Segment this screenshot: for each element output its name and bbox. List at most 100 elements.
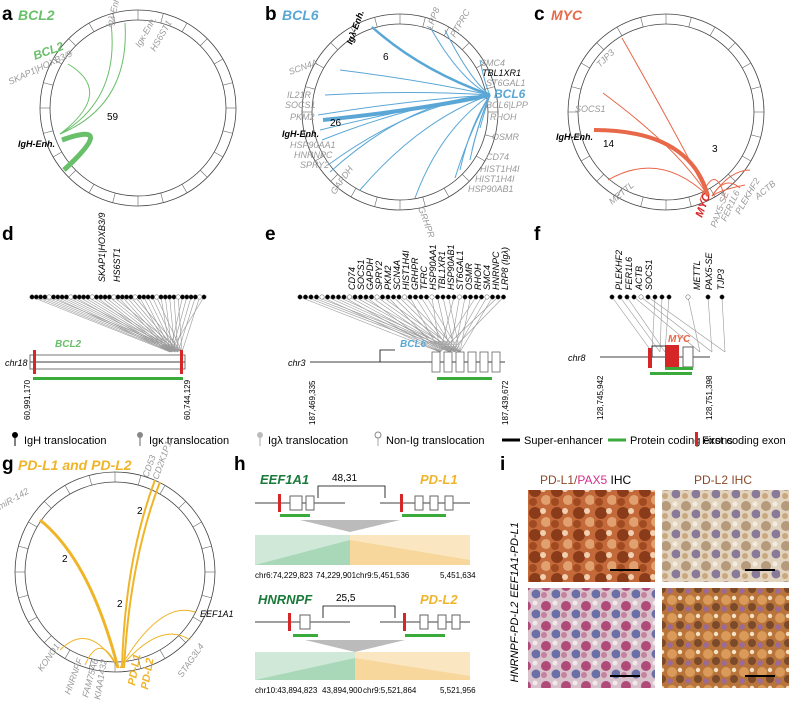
- label-pkm2: PKM2: [290, 112, 315, 122]
- label-scn4a: SCN4A: [287, 57, 319, 77]
- panel-b: b BCL6 Igλ-Enh. LRP8 PTPRC SMC4 TBL1XR1 …: [265, 4, 528, 240]
- label-cd74: CD74: [486, 152, 509, 162]
- panel-label-e: e: [265, 224, 276, 245]
- panel-label-c: c: [534, 4, 545, 25]
- coord-left: 128,745,942: [596, 375, 605, 420]
- label-hist2: HIST1H4I: [475, 174, 515, 184]
- reads-left-shade: [255, 540, 350, 565]
- reads-top: 48,31: [332, 473, 357, 484]
- chr18-label: chr18: [5, 358, 28, 368]
- panel-label-h: h: [234, 454, 246, 475]
- coord-left: 60,991,170: [23, 379, 32, 420]
- svg-text:Non-Ig translocation: Non-Ig translocation: [386, 435, 484, 447]
- exon: [414, 495, 424, 511]
- partner-gene-label: SOCS1: [356, 259, 366, 290]
- label-tjp3: TJP3: [594, 47, 616, 69]
- partner-gene-label: SOCS1: [644, 259, 654, 290]
- myc-arcs: [602, 37, 751, 201]
- count-3: 3: [712, 144, 718, 155]
- protein-coding-bar: [293, 634, 318, 637]
- exon: [451, 614, 461, 630]
- fusion-junction: [317, 485, 386, 498]
- partner-gene-label: PAX5-SE: [704, 252, 714, 290]
- gene-pdl1: PD-L1: [420, 472, 458, 487]
- myc-exon: [665, 345, 679, 369]
- count-6: 6: [383, 52, 389, 63]
- panel-c-title: MYC: [551, 7, 583, 23]
- protein-coding-bar: [33, 377, 183, 380]
- label-rhoh: RHOH: [490, 112, 517, 122]
- coord-c3: chr9:5,451,536: [356, 571, 410, 580]
- reads-right-shade: [350, 540, 470, 565]
- partner-gene-label: LRP8 (Igλ): [500, 247, 510, 290]
- chromosome-segments: [302, 14, 498, 210]
- myc-exon-3: [682, 346, 694, 368]
- partner-gene-label: PLEKHF2: [614, 250, 624, 290]
- first-exon: [180, 350, 183, 374]
- panel-c: c MYC TJP3 SOCS1 IgH-Enh. 14 3 METTL MYC…: [534, 4, 778, 229]
- row1-label: EEF1A1-PD-L1: [509, 522, 521, 598]
- coord-right: 128,751,398: [705, 375, 714, 420]
- partner-gene-label: SCN4A: [392, 260, 402, 290]
- protein-coding-bar: [437, 377, 492, 380]
- legend: IgH translocation Igκ translocation Igλ …: [12, 431, 786, 447]
- exon: [419, 614, 429, 630]
- chromosome-segments: [40, 10, 236, 206]
- label-osmr: OSMR: [492, 132, 520, 142]
- partner-gene-label: FER1L6: [624, 257, 634, 290]
- panel-label-a: a: [2, 4, 13, 25]
- panel-g-title: PD-L1 and PD-L2: [18, 457, 132, 473]
- chromosome-segments: [15, 472, 215, 672]
- label-lpp: BCL6|LPP: [486, 100, 528, 110]
- partner-gene-label: HIST1H4I: [401, 250, 411, 290]
- gene-hnrnpf: HNRNPF: [258, 592, 313, 607]
- label-igh-enh: IgH-Enh.: [18, 139, 55, 149]
- translocation-arc: [59, 22, 126, 135]
- first-exon: [400, 494, 403, 512]
- label-bcl6: BCL6: [494, 87, 526, 101]
- exon: [305, 495, 315, 511]
- svg-text:Igκ translocation: Igκ translocation: [149, 435, 229, 447]
- col1-header: PD-L1/PAX5 IHC: [540, 473, 631, 487]
- gene-pdl2: PD-L2: [420, 592, 458, 607]
- partner-gene-label: TFRC: [419, 266, 429, 290]
- label-mir142: miR-142: [0, 486, 30, 512]
- chr3-label: chr3: [288, 358, 306, 368]
- coord-right: 60,744,129: [183, 379, 192, 420]
- panel-label-g: g: [2, 454, 14, 475]
- label-igh-enh: IgH-Enh.: [282, 129, 319, 139]
- panel-g: g PD-L1 and PD-L2 CD53 CD2K1P1 miR-142 E…: [0, 440, 234, 701]
- count-59: 59: [107, 112, 119, 123]
- partner-gene-label: SPRY2: [374, 261, 384, 290]
- panel-d: d SKAP1|HOXB3/9 HS6ST1 chr18 BCL2 60,991…: [2, 213, 207, 420]
- partner-gene-label: TBL1XR1: [437, 251, 447, 290]
- label-skap1: SKAP1|HOXB3/9: [97, 213, 107, 282]
- bcl6-partner-arcs: [317, 26, 491, 199]
- panel-a: a BCL2 Igλ-Enh. Igκ-Enh. HS6ST1 SKAP1|HO…: [2, 0, 237, 207]
- coord-c4: 5,521,956: [440, 686, 476, 695]
- panel-label-f: f: [534, 224, 541, 245]
- label-il21r: IL21R: [287, 90, 312, 100]
- partner-gene-label: CD74: [347, 267, 357, 290]
- svg-text:Igλ translocation: Igλ translocation: [268, 435, 348, 447]
- label-tbl1xr1: TBL1XR1: [482, 68, 521, 78]
- coord-c2: 43,894,900: [322, 686, 363, 695]
- ihc-image-pdl2-hnrnpf: [662, 588, 789, 688]
- panel-label-d: d: [2, 224, 14, 245]
- tss-arrow: [651, 345, 665, 357]
- partner-gene-label: ST6GAL1: [455, 250, 465, 290]
- reads-right-shade: [355, 658, 470, 680]
- igh-bcl2-arc: [61, 131, 93, 172]
- coord-c2: 74,229,901: [316, 571, 357, 580]
- gene-eef1a1: EEF1A1: [260, 472, 309, 487]
- label-hist1: HIST1H4I: [480, 164, 520, 174]
- partner-gene-label: METTL: [692, 260, 702, 290]
- exon: [299, 614, 311, 630]
- label-grhpr: GRHPR: [416, 205, 437, 239]
- reads-left-shade: [255, 658, 355, 680]
- label-hs6st1: HS6ST1: [112, 248, 122, 282]
- reads-bottom: 25,5: [336, 593, 356, 604]
- row2-label: HNRNPF-PD-L2: [509, 602, 521, 683]
